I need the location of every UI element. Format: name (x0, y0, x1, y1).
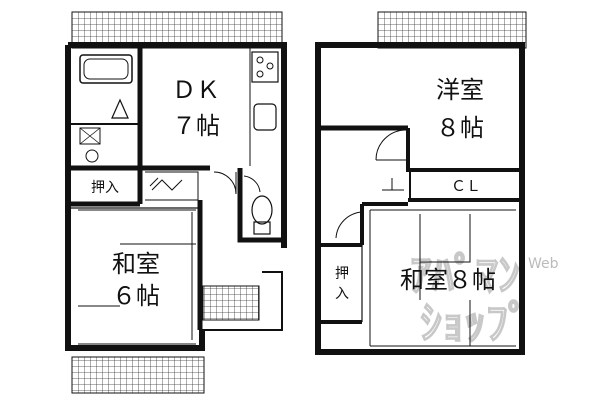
watermark-web: Web (528, 256, 559, 272)
watermark-line2: ｼｮｯﾌﾟ (420, 298, 530, 349)
door-arc-washitsu8 (335, 211, 363, 239)
washitsu1-size: ６帖 (112, 282, 160, 310)
youshitsu-name: 洋室 (436, 76, 484, 104)
washer-icon (79, 127, 101, 145)
kitchen-sink-icon (253, 103, 277, 131)
balcony-bottom-left (71, 356, 205, 394)
left-unit (65, 11, 287, 394)
youshitsu-size: ８帖 (436, 114, 484, 142)
tatami-edge-8 (370, 209, 516, 347)
dk-size: ７帖 (172, 112, 220, 140)
right-outer-wall (315, 42, 525, 355)
entrance-wall (202, 271, 283, 331)
left-outer-wall (65, 42, 287, 351)
washitsu2-label: 和室８帖 (400, 266, 496, 294)
washitsu1-name: 和室 (112, 250, 160, 278)
watermark-line1: ｱﾊﾟﾏﾝ (410, 250, 520, 301)
door-hall (382, 178, 404, 191)
oshiire-top-label: 押入 (91, 180, 119, 196)
genkan (202, 285, 260, 321)
wall-toilet (237, 168, 284, 243)
door-arc-dk (213, 171, 237, 195)
sink-icon (85, 149, 99, 163)
bathtub-inner (83, 58, 129, 80)
triangle-icon (111, 98, 129, 119)
closet-label: ＣＬ (451, 177, 481, 195)
watermark: ｱﾊﾟﾏﾝ ｼｮｯﾌﾟ Web (409, 249, 559, 349)
room-labels: ＤＫ ７帖 洋室 ８帖 和室 ６帖 和室８帖 押入 押 入 ＣＬ (91, 76, 496, 310)
right-unit (315, 11, 527, 355)
oshiire-side-1: 押 (335, 266, 349, 282)
door-arc-youshitsu (375, 129, 407, 161)
bathtub-icon (79, 54, 133, 84)
tatami-edge (78, 209, 196, 345)
toilet-icon (251, 195, 273, 225)
stove-icon (251, 51, 279, 83)
stairs (145, 171, 199, 201)
dk-name: ＤＫ (172, 76, 220, 104)
oshiire-side-2: 入 (335, 286, 349, 302)
wall-youshitsu-bottom (406, 128, 522, 172)
